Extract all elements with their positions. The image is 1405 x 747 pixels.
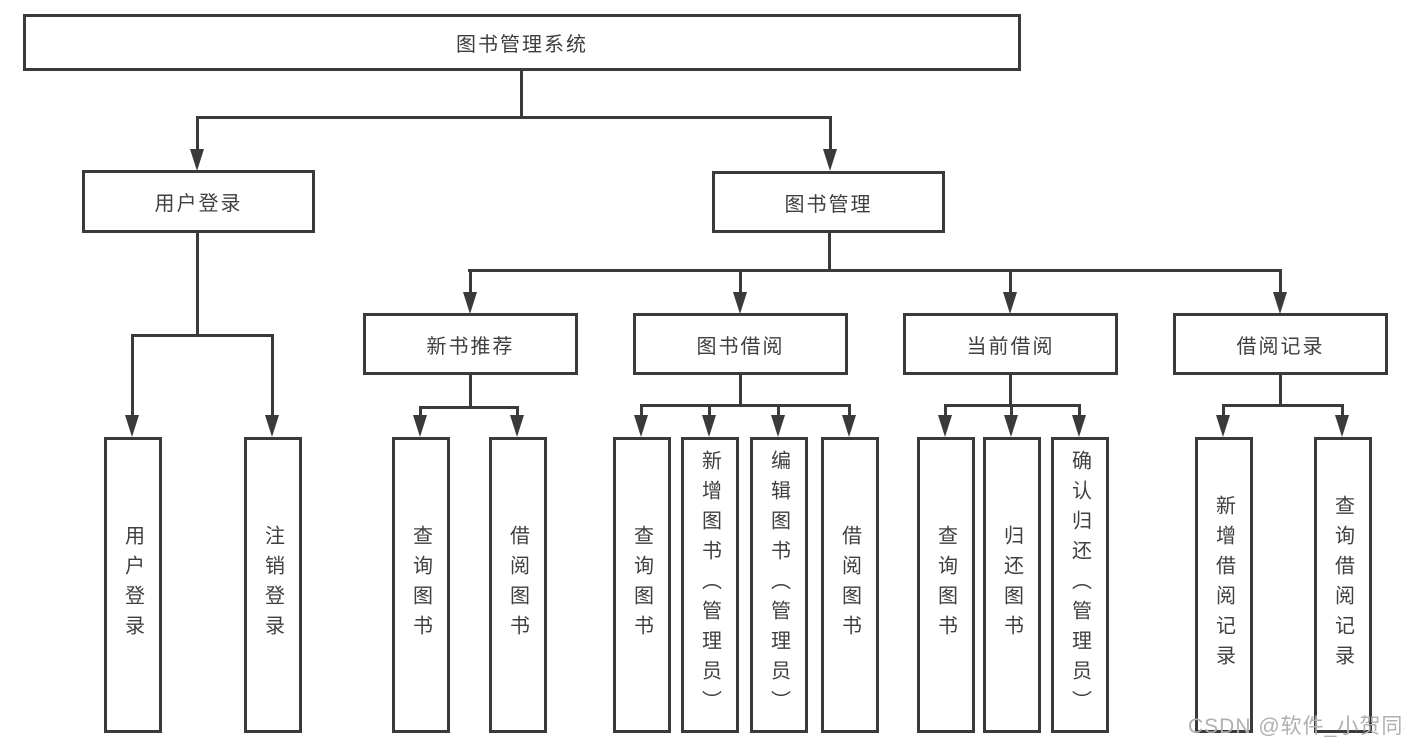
connector-arrowhead: [125, 415, 139, 437]
leaf-label: 借阅图书: [506, 525, 529, 645]
connector-arrowhead: [702, 415, 716, 437]
node-label: 用户登录: [154, 193, 243, 215]
connector-stem: [739, 375, 742, 407]
connector-drop: [829, 116, 832, 152]
connector-arrowhead: [938, 415, 952, 437]
leaf-label: 确认归还（管理员）: [1068, 450, 1091, 720]
leaf-node-borrow-books: 借阅图书: [821, 437, 879, 733]
connector-arrowhead: [463, 292, 477, 314]
connector-branch: [419, 406, 519, 409]
connector-arrowhead: [190, 149, 204, 171]
node-label: 图书管理系统: [456, 34, 588, 56]
connector-arrowhead: [1216, 415, 1230, 437]
leaf-label: 用户登录: [121, 525, 144, 645]
connector-arrowhead: [413, 415, 427, 437]
connector-drop: [419, 406, 422, 418]
node-user-login: 用户登录: [82, 170, 315, 233]
connector-drop: [777, 404, 780, 418]
leaf-label: 查询图书: [934, 525, 957, 645]
connector-drop: [640, 404, 643, 418]
connector-arrowhead: [634, 415, 648, 437]
leaf-label: 查询图书: [630, 525, 653, 645]
leaf-node-confirm-return-admin: 确认归还（管理员）: [1051, 437, 1109, 733]
connector-login-branch: [131, 334, 274, 337]
leaf-node-user-login: 用户登录: [104, 437, 162, 733]
leaf-node-add-books-admin: 新增图书（管理员）: [681, 437, 739, 733]
connector-arrowhead: [842, 415, 856, 437]
leaf-label: 查询借阅记录: [1331, 495, 1354, 675]
connector-drop: [1009, 269, 1012, 295]
connector-arrowhead: [1273, 292, 1287, 314]
node-current-borrowing: 当前借阅: [903, 313, 1118, 375]
connector-drop: [516, 406, 519, 418]
connector-drop: [848, 404, 851, 418]
leaf-node-query-books: 查询图书: [917, 437, 975, 733]
connector-arrowhead: [265, 415, 279, 437]
connector-drop: [1279, 269, 1282, 295]
leaf-node-return-books: 归还图书: [983, 437, 1041, 733]
leaf-label: 编辑图书（管理员）: [767, 450, 790, 720]
node-book-management: 图书管理: [712, 171, 945, 233]
node-root-system: 图书管理系统: [23, 14, 1021, 71]
leaf-label: 借阅图书: [838, 525, 861, 645]
connector-mgmt-branch: [468, 269, 1282, 272]
connector-branch: [640, 404, 851, 407]
connector-mgmt-stem: [828, 233, 831, 272]
leaf-node-logout: 注销登录: [244, 437, 302, 733]
connector-drop: [1078, 404, 1081, 418]
connector-stem: [469, 375, 472, 409]
connector-drop: [131, 334, 134, 417]
connector-arrowhead: [1072, 415, 1086, 437]
connector-arrowhead: [1004, 415, 1018, 437]
leaf-label: 新增图书（管理员）: [698, 450, 721, 720]
connector-drop: [1341, 404, 1344, 418]
connector-root-stem: [520, 70, 523, 119]
connector-stem: [1009, 375, 1012, 407]
leaf-label: 查询图书: [409, 525, 432, 645]
connector-arrowhead: [771, 415, 785, 437]
connector-branch: [1222, 404, 1344, 407]
connector-login-stem: [196, 233, 199, 337]
node-label: 图书管理: [784, 193, 873, 216]
leaf-node-query-books: 查询图书: [392, 437, 450, 733]
leaf-node-query-books: 查询图书: [613, 437, 671, 733]
node-book-borrowing: 图书借阅: [633, 313, 848, 375]
node-label: 借阅记录: [1236, 335, 1325, 358]
leaf-node-borrow-books: 借阅图书: [489, 437, 547, 733]
connector-arrowhead: [823, 149, 837, 171]
connector-drop: [944, 404, 947, 418]
connector-root-branch: [196, 116, 832, 119]
leaf-label: 归还图书: [1000, 525, 1023, 645]
connector-arrowhead: [1335, 415, 1349, 437]
leaf-label: 新增借阅记录: [1212, 495, 1235, 675]
connector-arrowhead: [733, 292, 747, 314]
connector-drop: [271, 334, 274, 417]
connector-drop: [469, 269, 472, 295]
leaf-label: 注销登录: [261, 525, 284, 645]
connector-drop: [1222, 404, 1225, 418]
leaf-node-edit-books-admin: 编辑图书（管理员）: [750, 437, 808, 733]
leaf-node-query-borrow-record: 查询借阅记录: [1314, 437, 1372, 733]
connector-stem: [1279, 375, 1282, 407]
node-new-book-recommendation: 新书推荐: [363, 313, 578, 375]
node-label: 图书借阅: [696, 335, 785, 358]
node-borrowing-records: 借阅记录: [1173, 313, 1388, 375]
connector-arrowhead: [510, 415, 524, 437]
connector-drop: [196, 116, 199, 152]
csdn-watermark: CSDN @软件_小贺同学: [1188, 715, 1405, 738]
connector-drop: [1010, 404, 1013, 418]
leaf-node-add-borrow-record: 新增借阅记录: [1195, 437, 1253, 733]
connector-arrowhead: [1003, 292, 1017, 314]
node-label: 当前借阅: [966, 335, 1055, 358]
connector-drop: [739, 269, 742, 295]
node-label: 新书推荐: [426, 335, 515, 358]
connector-drop: [708, 404, 711, 418]
